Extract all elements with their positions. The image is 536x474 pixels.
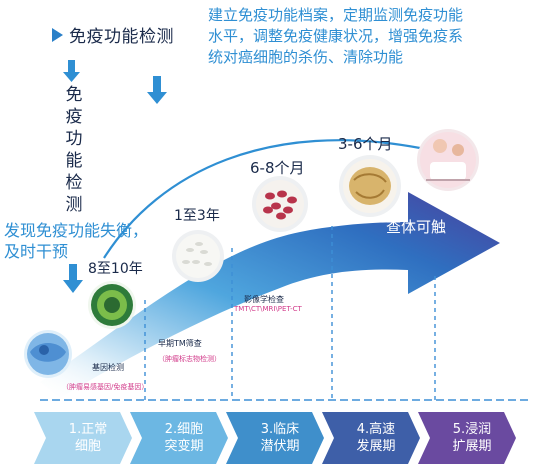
- vertical-label: 免 疫 功 能 检 测: [64, 84, 84, 216]
- stage-2: 2.细胞 突变期: [136, 419, 232, 457]
- vertical-char-1: 免: [65, 85, 83, 105]
- intro-line-3: 统对癌细胞的杀伤、清除功能: [208, 48, 404, 66]
- stage-chevron-3: [226, 412, 324, 464]
- stage-4: 4.高速 发展期: [328, 419, 424, 457]
- stage-chevron-2: [130, 412, 228, 464]
- vertical-char-4: 能: [65, 151, 83, 171]
- stage-4-line-1: 4.高速: [356, 422, 396, 437]
- stage-3-line-2: 潜伏期: [260, 439, 300, 454]
- stage-chevron-4: [322, 412, 420, 464]
- vertical-char-2: 疫: [65, 107, 83, 127]
- photo-rice: [172, 230, 224, 282]
- photo-doctor: [417, 129, 479, 191]
- down-arrow-icon-left: [63, 60, 80, 82]
- intro-line-2: 水平，调整免疫健康状况，增强免疫系: [208, 27, 464, 45]
- caption-gene-sub: （肿瘤易感基因/免疫基因）: [62, 383, 149, 391]
- photo-cell-blue: [24, 330, 72, 378]
- caption-tm: 早期TM筛查: [158, 339, 202, 348]
- stage-chevron-5: [418, 412, 516, 464]
- down-arrow-icon-top: [147, 76, 167, 104]
- caption-tm-sub: （肿瘤标志物检测）: [158, 355, 221, 363]
- photo-beans: [252, 176, 308, 232]
- stage-3-line-1: 3.临床: [260, 422, 300, 437]
- stage-chevron-1: [34, 412, 132, 464]
- caption-imaging: 影像学检查: [244, 295, 284, 304]
- triangle-bullet-icon: [52, 27, 63, 42]
- time-label-2: 1至3年: [174, 208, 220, 224]
- stage-2-line-2: 突变期: [164, 439, 204, 454]
- vertical-char-6: 测: [65, 195, 83, 215]
- stage-1: 1.正常 细胞: [40, 419, 136, 457]
- stage-1-line-1: 1.正常: [68, 422, 108, 437]
- discover-text: 发现免疫功能失衡， 及时干预: [4, 220, 174, 262]
- intro-text: 建立免疫功能档案，定期监测免疫功能 水平，调整免疫健康状况，增强免疫系 统对癌细…: [208, 5, 528, 68]
- caption-gene: 基因检测: [92, 363, 124, 372]
- photo-cell-green: [88, 281, 136, 329]
- caption-imaging-sub: TMT\CT\MRI\PET-CT: [234, 305, 302, 313]
- arrow-label: 查体可触: [386, 218, 447, 236]
- stage-5: 5.浸润 扩展期: [424, 419, 520, 457]
- time-label-3: 6-8个月: [250, 159, 305, 177]
- section-title: 免疫功能检测: [52, 22, 174, 47]
- section-title-text: 免疫功能检测: [69, 27, 174, 47]
- vertical-char-3: 功: [65, 129, 83, 149]
- stage-1-line-2: 细胞: [74, 439, 101, 454]
- stage-5-line-2: 扩展期: [452, 439, 492, 454]
- vertical-char-5: 检: [65, 173, 83, 193]
- time-label-1: 8至10年: [88, 261, 143, 277]
- stage-3: 3.临床 潜伏期: [232, 419, 328, 457]
- discover-line-2: 及时干预: [4, 242, 69, 261]
- discover-line-1: 发现免疫功能失衡，: [4, 221, 149, 240]
- stage-5-line-1: 5.浸润: [452, 422, 492, 437]
- intro-line-1: 建立免疫功能档案，定期监测免疫功能: [208, 6, 464, 24]
- down-arrow-icon-bottom: [63, 264, 83, 293]
- time-label-4: 3-6个月: [338, 135, 393, 153]
- stage-2-line-1: 2.细胞: [164, 422, 204, 437]
- stage-4-line-2: 发展期: [356, 439, 396, 454]
- growth-arrow: [40, 192, 500, 398]
- photo-walnut: [339, 155, 401, 217]
